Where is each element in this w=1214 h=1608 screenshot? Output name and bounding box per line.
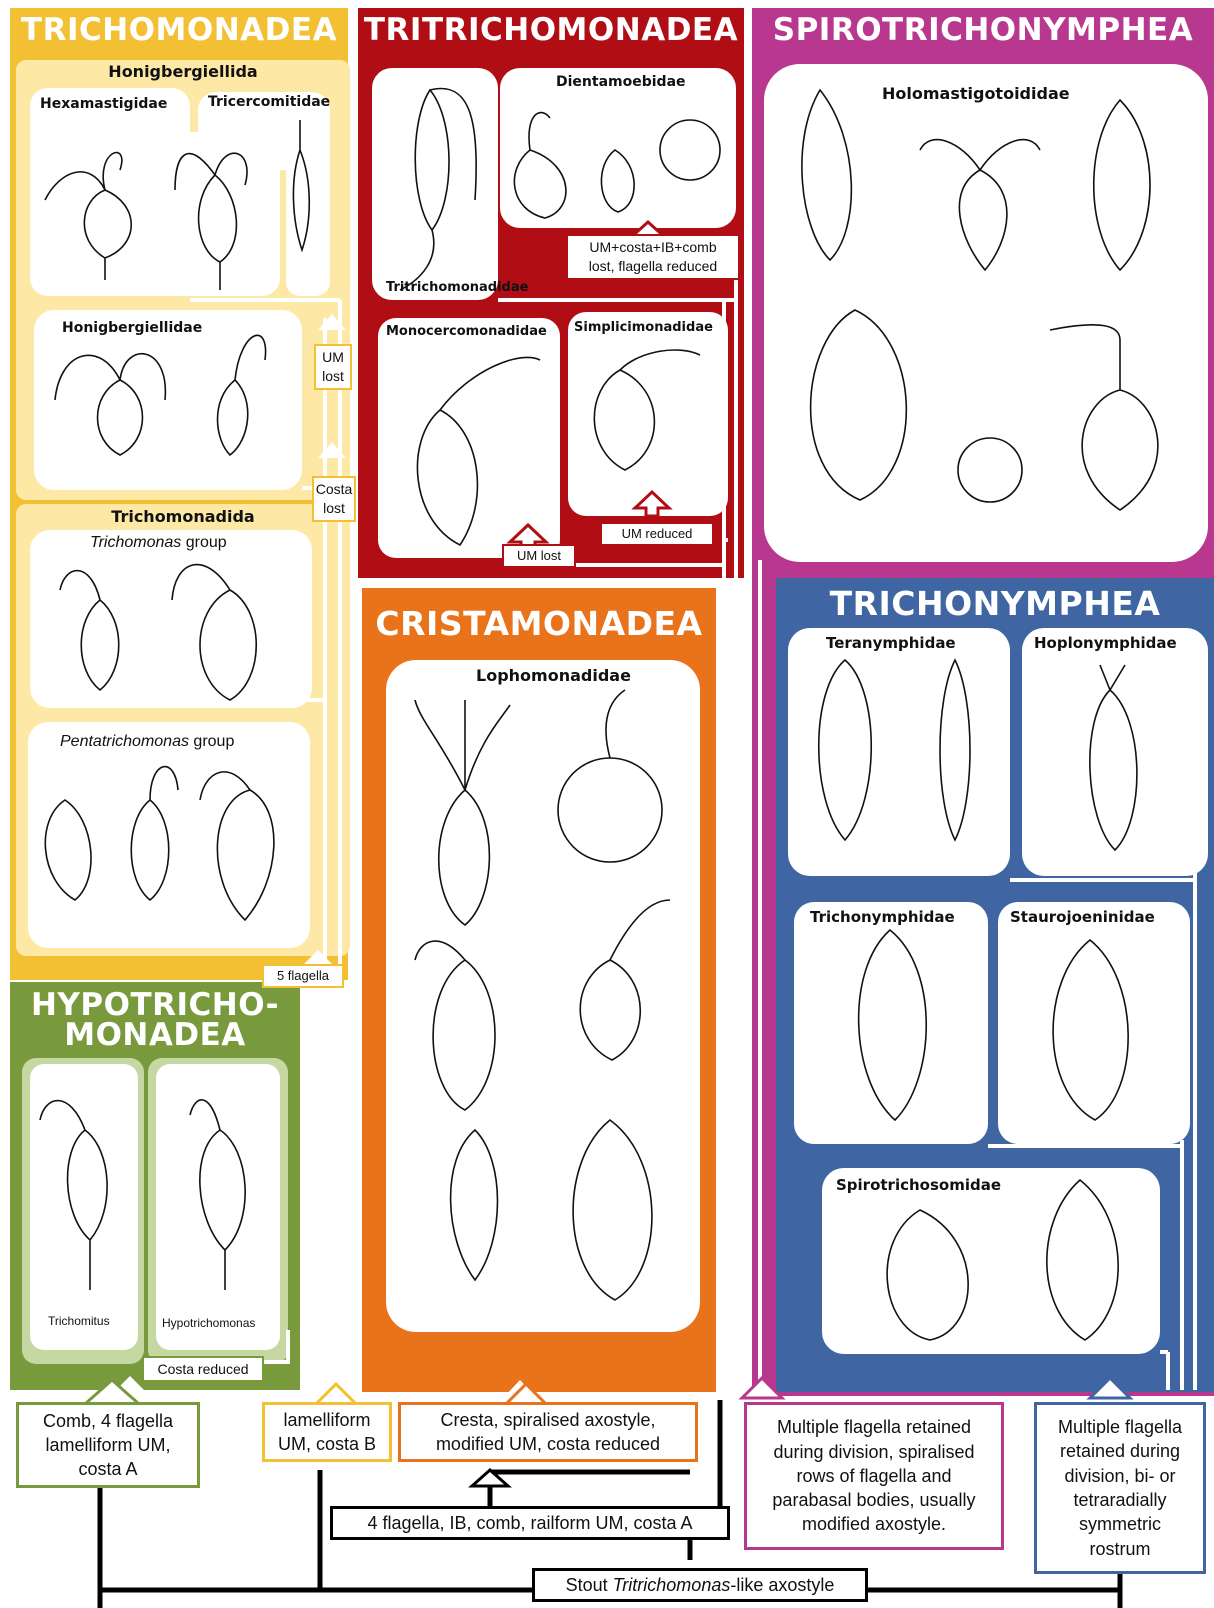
char-tricho-1: lamelliform — [283, 1408, 370, 1432]
char-um-lost-yellow-1: UM — [322, 348, 344, 367]
family-trichonymphidae: Trichonymphidae — [810, 908, 955, 926]
group-trichomonas-suffix: group — [181, 534, 226, 551]
char-dientamoebidae-losses: UM+costa+IB+comb lost, flagella reduced — [566, 234, 740, 280]
order-trichomonadida: Trichomonadida — [16, 507, 350, 526]
class-title-tritrichomonadea: TRITRICHOMONADEA — [358, 12, 744, 48]
char-trichonymphea: Multiple flagella retained during divisi… — [1034, 1402, 1206, 1574]
order-honigbergiellida: Honigbergiellida — [16, 62, 350, 81]
family-staurojoeninidae: Staurojoeninidae — [1010, 908, 1155, 926]
family-hoplonymphidae: Hoplonymphidae — [1034, 634, 1177, 652]
char-stout-2: -like axostyle — [730, 1573, 834, 1597]
hypotrichomonas-card — [156, 1064, 280, 1350]
char-dienta-2: lost, flagella reduced — [589, 257, 717, 276]
char-spiro-2: during division, spiralised — [773, 1440, 974, 1464]
char-um-reduced: UM reduced — [600, 522, 714, 546]
trichonymphidae-card — [794, 902, 988, 1144]
teranymphidae-card — [788, 628, 1010, 876]
class-title-trichomonadea: TRICHOMONADEA — [10, 12, 348, 48]
class-title-hypotrichomonadea-2: MONADEA — [10, 1018, 300, 1052]
char-spiro-4: parabasal bodies, usually — [772, 1488, 975, 1512]
group-pentatrichomonas-suffix: group — [189, 733, 234, 750]
char-um-lost-yellow-2: lost — [322, 367, 344, 386]
char-tnym-6: rostrum — [1089, 1537, 1150, 1561]
char-crista-2: modified UM, costa reduced — [436, 1432, 660, 1456]
staurojoeninidae-card — [998, 902, 1190, 1144]
family-simplicimonadidae: Simplicimonadidae — [574, 320, 713, 335]
char-costa-lost: Costa lost — [312, 476, 356, 522]
char-tnym-5: symmetric — [1079, 1512, 1161, 1536]
char-tnym-2: retained during — [1060, 1439, 1180, 1463]
char-crista-1: Cresta, spiralised axostyle, — [440, 1408, 655, 1432]
monocercomonadidae-card — [378, 318, 560, 558]
family-lophomonadidae: Lophomonadidae — [476, 666, 631, 685]
char-spirotrichonymphea: Multiple flagella retained during divisi… — [744, 1402, 1004, 1550]
class-title-cristamonadea: CRISTAMONADEA — [362, 604, 716, 643]
family-dientamoebidae: Dientamoebidae — [556, 74, 686, 90]
char-costa-reduced: Costa reduced — [142, 1356, 264, 1382]
char-dienta-1: UM+costa+IB+comb — [589, 238, 716, 257]
char-tnym-3: division, bi- or — [1064, 1464, 1175, 1488]
genus-hypotrichomonas: Hypotrichomonas — [162, 1316, 255, 1330]
char-stout-italic: Tritrichomonas — [613, 1573, 731, 1597]
char-hypo-3: costa A — [78, 1457, 137, 1481]
char-tnym-4: tetraradially — [1073, 1488, 1166, 1512]
char-trichomonadea: lamelliform UM, costa B — [262, 1402, 392, 1462]
group-pentatrichomonas: Pentatrichomonas group — [60, 733, 234, 751]
char-hypo-2: lamelliform UM, — [45, 1433, 170, 1457]
lophomonadidae-card — [386, 660, 700, 1332]
tritrichomonadidae-card — [372, 68, 498, 300]
char-spiro-3: rows of flagella and — [796, 1464, 951, 1488]
family-spirotrichosomidae: Spirotrichosomidae — [836, 1176, 1001, 1194]
char-um-lost-yellow: UM lost — [314, 344, 352, 390]
family-honigbergiellidae: Honigbergiellidae — [62, 320, 202, 336]
group-trichomonas: Trichomonas group — [90, 534, 227, 552]
char-tnym-1: Multiple flagella — [1058, 1415, 1182, 1439]
genus-trichomitus: Trichomitus — [48, 1314, 110, 1328]
hoplonymphidae-card — [1022, 628, 1208, 876]
family-tricercomitidae: Tricercomitidae — [208, 94, 330, 110]
spirotrichosomidae-card — [822, 1168, 1160, 1354]
trichomonas-group-card — [30, 530, 312, 708]
char-four-flagella: 4 flagella, IB, comb, railform UM, costa… — [330, 1506, 730, 1540]
family-teranymphidae: Teranymphidae — [826, 634, 956, 652]
char-stout-1: Stout — [566, 1573, 613, 1597]
dientamoebidae-card — [500, 68, 736, 228]
char-tricho-2: UM, costa B — [278, 1432, 376, 1456]
group-pentatrichomonas-genus: Pentatrichomonas — [60, 733, 189, 750]
tricercomitidae-card-right — [286, 110, 330, 296]
char-stout-axostyle: Stout Tritrichomonas-like axostyle — [532, 1568, 868, 1602]
char-costa-lost-1: Costa — [316, 480, 353, 499]
family-monocercomonadidae: Monocercomonadidae — [386, 324, 547, 339]
char-cristamonadea: Cresta, spiralised axostyle, modified UM… — [398, 1402, 698, 1462]
holomastigotoididae-card — [764, 64, 1208, 562]
group-trichomonas-genus: Trichomonas — [90, 534, 181, 551]
simplicimonadidae-card — [568, 312, 728, 516]
char-costa-lost-2: lost — [323, 499, 345, 518]
char-spiro-1: Multiple flagella retained — [777, 1415, 971, 1439]
family-hexamastigidae: Hexamastigidae — [40, 96, 167, 112]
char-um-lost-red: UM lost — [502, 544, 576, 568]
tricercomitidae-card-lower — [120, 132, 280, 296]
family-holomastigotoididae: Holomastigotoididae — [882, 84, 1070, 103]
class-title-trichonymphea: TRICHONYMPHEA — [776, 584, 1214, 623]
class-title-spirotrichonymphea: SPIROTRICHONYMPHEA — [752, 12, 1214, 48]
char-five-flagella: 5 flagella — [262, 964, 344, 988]
char-hypotrichomonadea: Comb, 4 flagella lamelliform UM, costa A — [16, 1402, 200, 1488]
char-hypo-1: Comb, 4 flagella — [43, 1409, 173, 1433]
char-spiro-5: modified axostyle. — [802, 1512, 946, 1536]
family-tritrichomonadidae: Tritrichomonadidae — [386, 280, 528, 295]
pentatrichomonas-group-card — [28, 722, 310, 948]
